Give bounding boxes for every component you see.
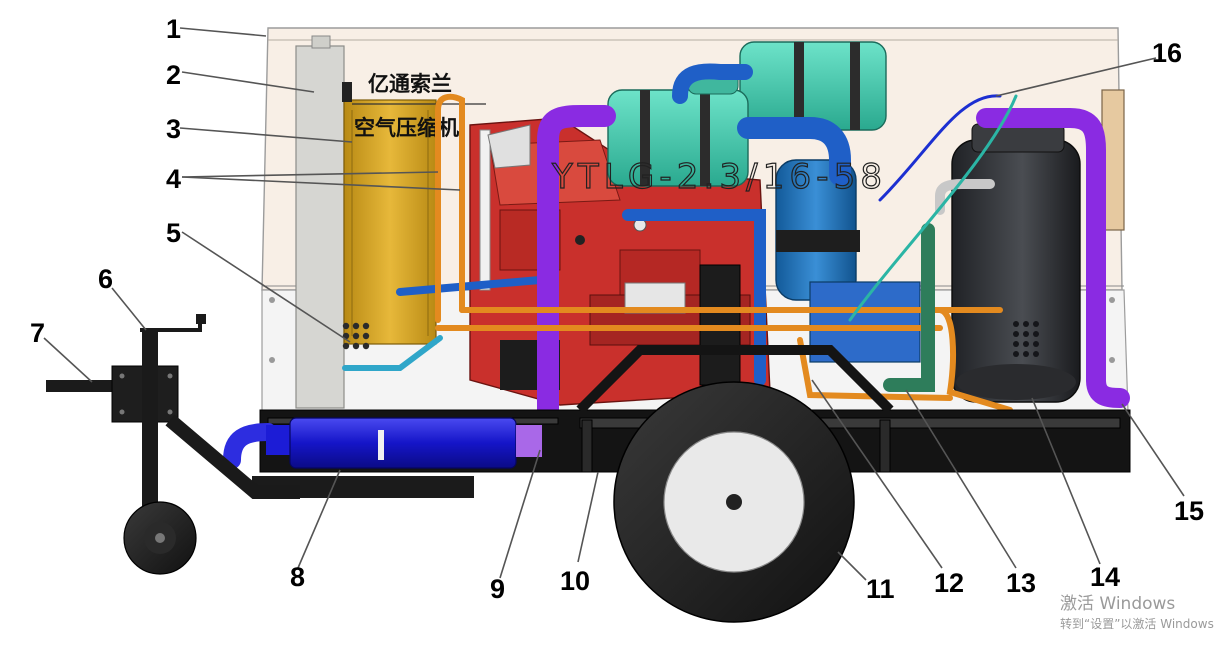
leader-10 [577,471,599,563]
callout-4: 4 [166,164,181,194]
leader-2 [181,71,315,93]
tow-bar-assembly [46,314,300,530]
leader-7 [43,337,93,383]
compressor-air-end [775,159,921,363]
leader-lines [43,27,1185,581]
callout-2: 2 [166,60,181,90]
muffler [223,417,542,498]
brand-plate: 亿通索兰 空气压缩机 [342,72,486,140]
exhaust-pipe [537,105,1130,449]
callout-7: 7 [30,318,45,348]
leader-11 [837,551,867,581]
leader-12 [811,379,943,569]
water-lines [342,94,1018,392]
callout-6: 6 [98,264,113,294]
leader-14 [1031,397,1101,565]
radiator-core [342,99,437,350]
callout-5: 5 [166,218,181,248]
callout-15: 15 [1174,496,1204,526]
product-text: 空气压缩机 [354,116,459,140]
leader-8 [297,469,341,569]
leader-6 [111,287,147,331]
callout-13: 13 [1006,568,1036,598]
callout-3: 3 [166,114,181,144]
leader-1 [179,27,267,37]
brand-text: 亿通索兰 [368,72,452,96]
leader-3 [179,127,353,143]
callout-10: 10 [560,566,590,596]
leader-9 [499,449,541,579]
watermark-title: 激活 Windows [1060,594,1176,614]
radiator-vent-holes [342,322,370,350]
leader-16 [995,57,1157,97]
main-wheel [613,381,855,623]
callout-9: 9 [490,574,505,604]
leader-4b [181,176,461,191]
tank-vent-holes [1013,321,1039,357]
oil-lines [435,93,1013,413]
jockey-wheel [123,501,197,575]
callout-12: 12 [934,568,964,598]
watermark-subtitle: 转到“设置”以激活 Windows [1060,617,1214,631]
oil-gas-separator-tank [951,123,1081,403]
leader-13 [905,389,1017,569]
leader-15 [1121,403,1185,497]
callout-11: 11 [866,574,895,604]
air-filter-upper [739,41,887,131]
callout-14: 14 [1090,562,1120,592]
cooling-fan-shroud [295,35,345,409]
callout-1: 1 [166,14,181,44]
leader-4a [181,171,439,178]
windows-activation-watermark: 激活 Windows 转到“设置”以激活 Windows [1060,593,1230,633]
callout-16: 16 [1152,38,1182,68]
callout-labels: 1 2 3 4 5 6 7 8 9 10 11 12 13 14 15 16 [30,14,1204,604]
leader-5 [181,231,351,343]
callout-8: 8 [290,562,305,592]
